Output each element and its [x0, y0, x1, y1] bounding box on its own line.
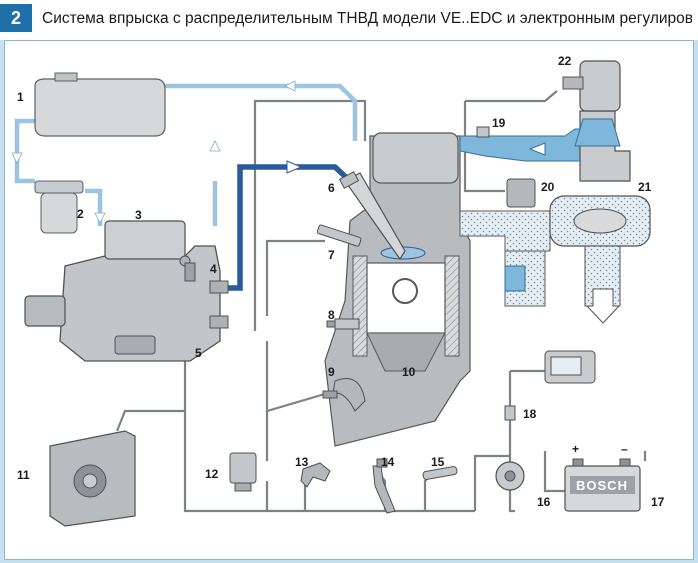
fuel-filter	[34, 180, 84, 234]
callout-8: 8	[328, 308, 335, 322]
vehicle-speed-sensor	[300, 462, 331, 488]
callout-15: 15	[431, 455, 445, 469]
figure-number: 2	[0, 4, 32, 32]
callout-17: 17	[651, 495, 665, 509]
injection-pump	[24, 220, 229, 362]
callout-13: 13	[295, 455, 309, 469]
air-mass-meter	[562, 60, 621, 112]
callout-1: 1	[17, 90, 24, 104]
callout-6: 6	[328, 181, 335, 195]
callout-labels: 1 2 3 4 5 6 7 8 9 10 11 12 13 14 15 16 1…	[17, 54, 665, 509]
ignition-switch	[495, 461, 525, 491]
callout-16: 16	[537, 495, 551, 509]
callout-9: 9	[328, 365, 335, 379]
callout-5: 5	[195, 346, 202, 360]
glow-plug-relay	[229, 452, 257, 492]
battery: BOSCH + –	[564, 442, 641, 512]
egr-channel	[459, 126, 591, 162]
callout-20: 20	[541, 180, 555, 194]
injection-system-diagram: BOSCH + – 1 2 3 4 5 6 7 8 9 10 11 12 13	[11, 54, 665, 527]
figure-title: Система впрыска с распределительным ТНВД…	[42, 10, 692, 27]
fuel-flow-arrows	[11, 80, 296, 224]
coolant-temperature-sensor	[326, 318, 360, 330]
diagnostic-connector	[504, 350, 596, 421]
accelerator-pedal-sensor	[422, 466, 458, 480]
callout-7: 7	[328, 248, 335, 262]
callout-14: 14	[381, 455, 395, 469]
pump-connector	[184, 262, 196, 282]
diagram-panel: BOSCH + – 1 2 3 4 5 6 7 8 9 10 11 12 13	[4, 40, 694, 560]
brake-pedal-switch	[372, 458, 396, 514]
figure-header: 2 Система впрыска с распределительным ТН…	[0, 0, 698, 40]
pressure-flow-arrow	[286, 160, 303, 174]
callout-22: 22	[558, 54, 572, 68]
high-pressure-line	[227, 164, 352, 291]
egr-actuator	[506, 178, 536, 208]
callout-11: 11	[17, 468, 30, 482]
injector-nozzle	[338, 171, 406, 261]
engine-block	[324, 132, 471, 447]
callout-19: 19	[492, 116, 506, 130]
engine-control-unit	[49, 430, 136, 527]
callout-10: 10	[402, 365, 416, 379]
callout-12: 12	[205, 467, 219, 481]
wastegate-actuator	[504, 265, 526, 292]
callout-3: 3	[135, 208, 142, 222]
battery-brand: BOSCH	[576, 478, 628, 493]
callout-4: 4	[210, 262, 217, 276]
callout-18: 18	[523, 407, 537, 421]
battery-plus-sign: +	[572, 442, 579, 456]
needle-motion-sensor	[316, 224, 362, 247]
intake-manifold	[459, 210, 551, 252]
crankshaft-speed-sensor	[322, 378, 366, 412]
callout-2: 2	[77, 207, 84, 221]
turbocharger	[549, 110, 651, 324]
battery-minus-sign: –	[621, 442, 628, 456]
fuel-tank	[34, 72, 166, 137]
callout-21: 21	[638, 180, 652, 194]
